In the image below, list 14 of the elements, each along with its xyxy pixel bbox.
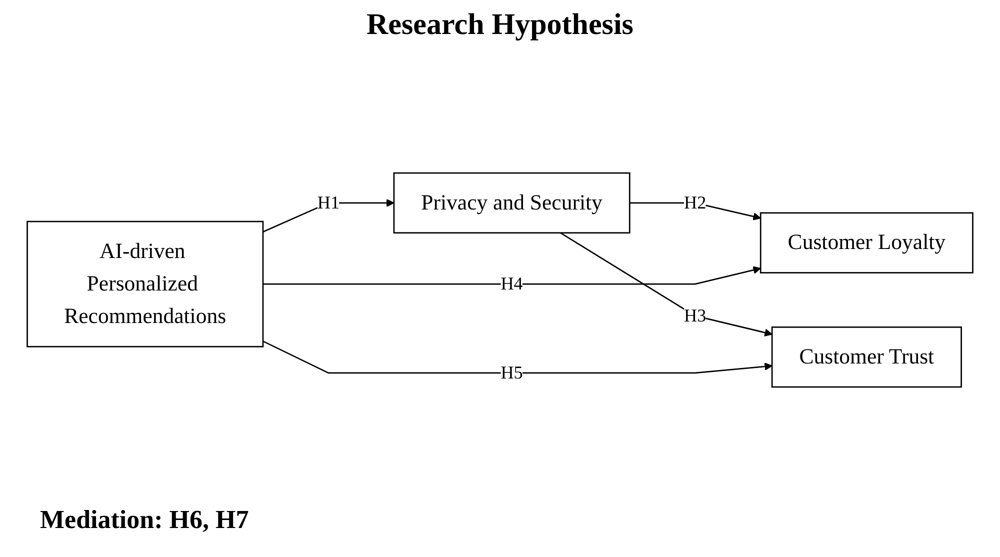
edge-label: H4 <box>500 274 523 294</box>
arrow <box>262 340 772 374</box>
diagram-title: Research Hypothesis <box>366 8 634 42</box>
edge-label: H3 <box>684 306 706 326</box>
node-box: Customer Trust <box>771 326 962 388</box>
edge-label: H2 <box>684 192 706 213</box>
edge-label: H5 <box>500 362 523 383</box>
arrow <box>262 266 761 285</box>
note: Mediation: H6, H7 <box>40 505 249 535</box>
edge-label: H1 <box>317 192 340 213</box>
node-box: Privacy and Security <box>393 172 630 234</box>
node-box: Customer Loyalty <box>760 212 974 274</box>
arrow <box>560 232 772 336</box>
node-box: AI-driven Personalized Recommendations <box>26 220 264 348</box>
